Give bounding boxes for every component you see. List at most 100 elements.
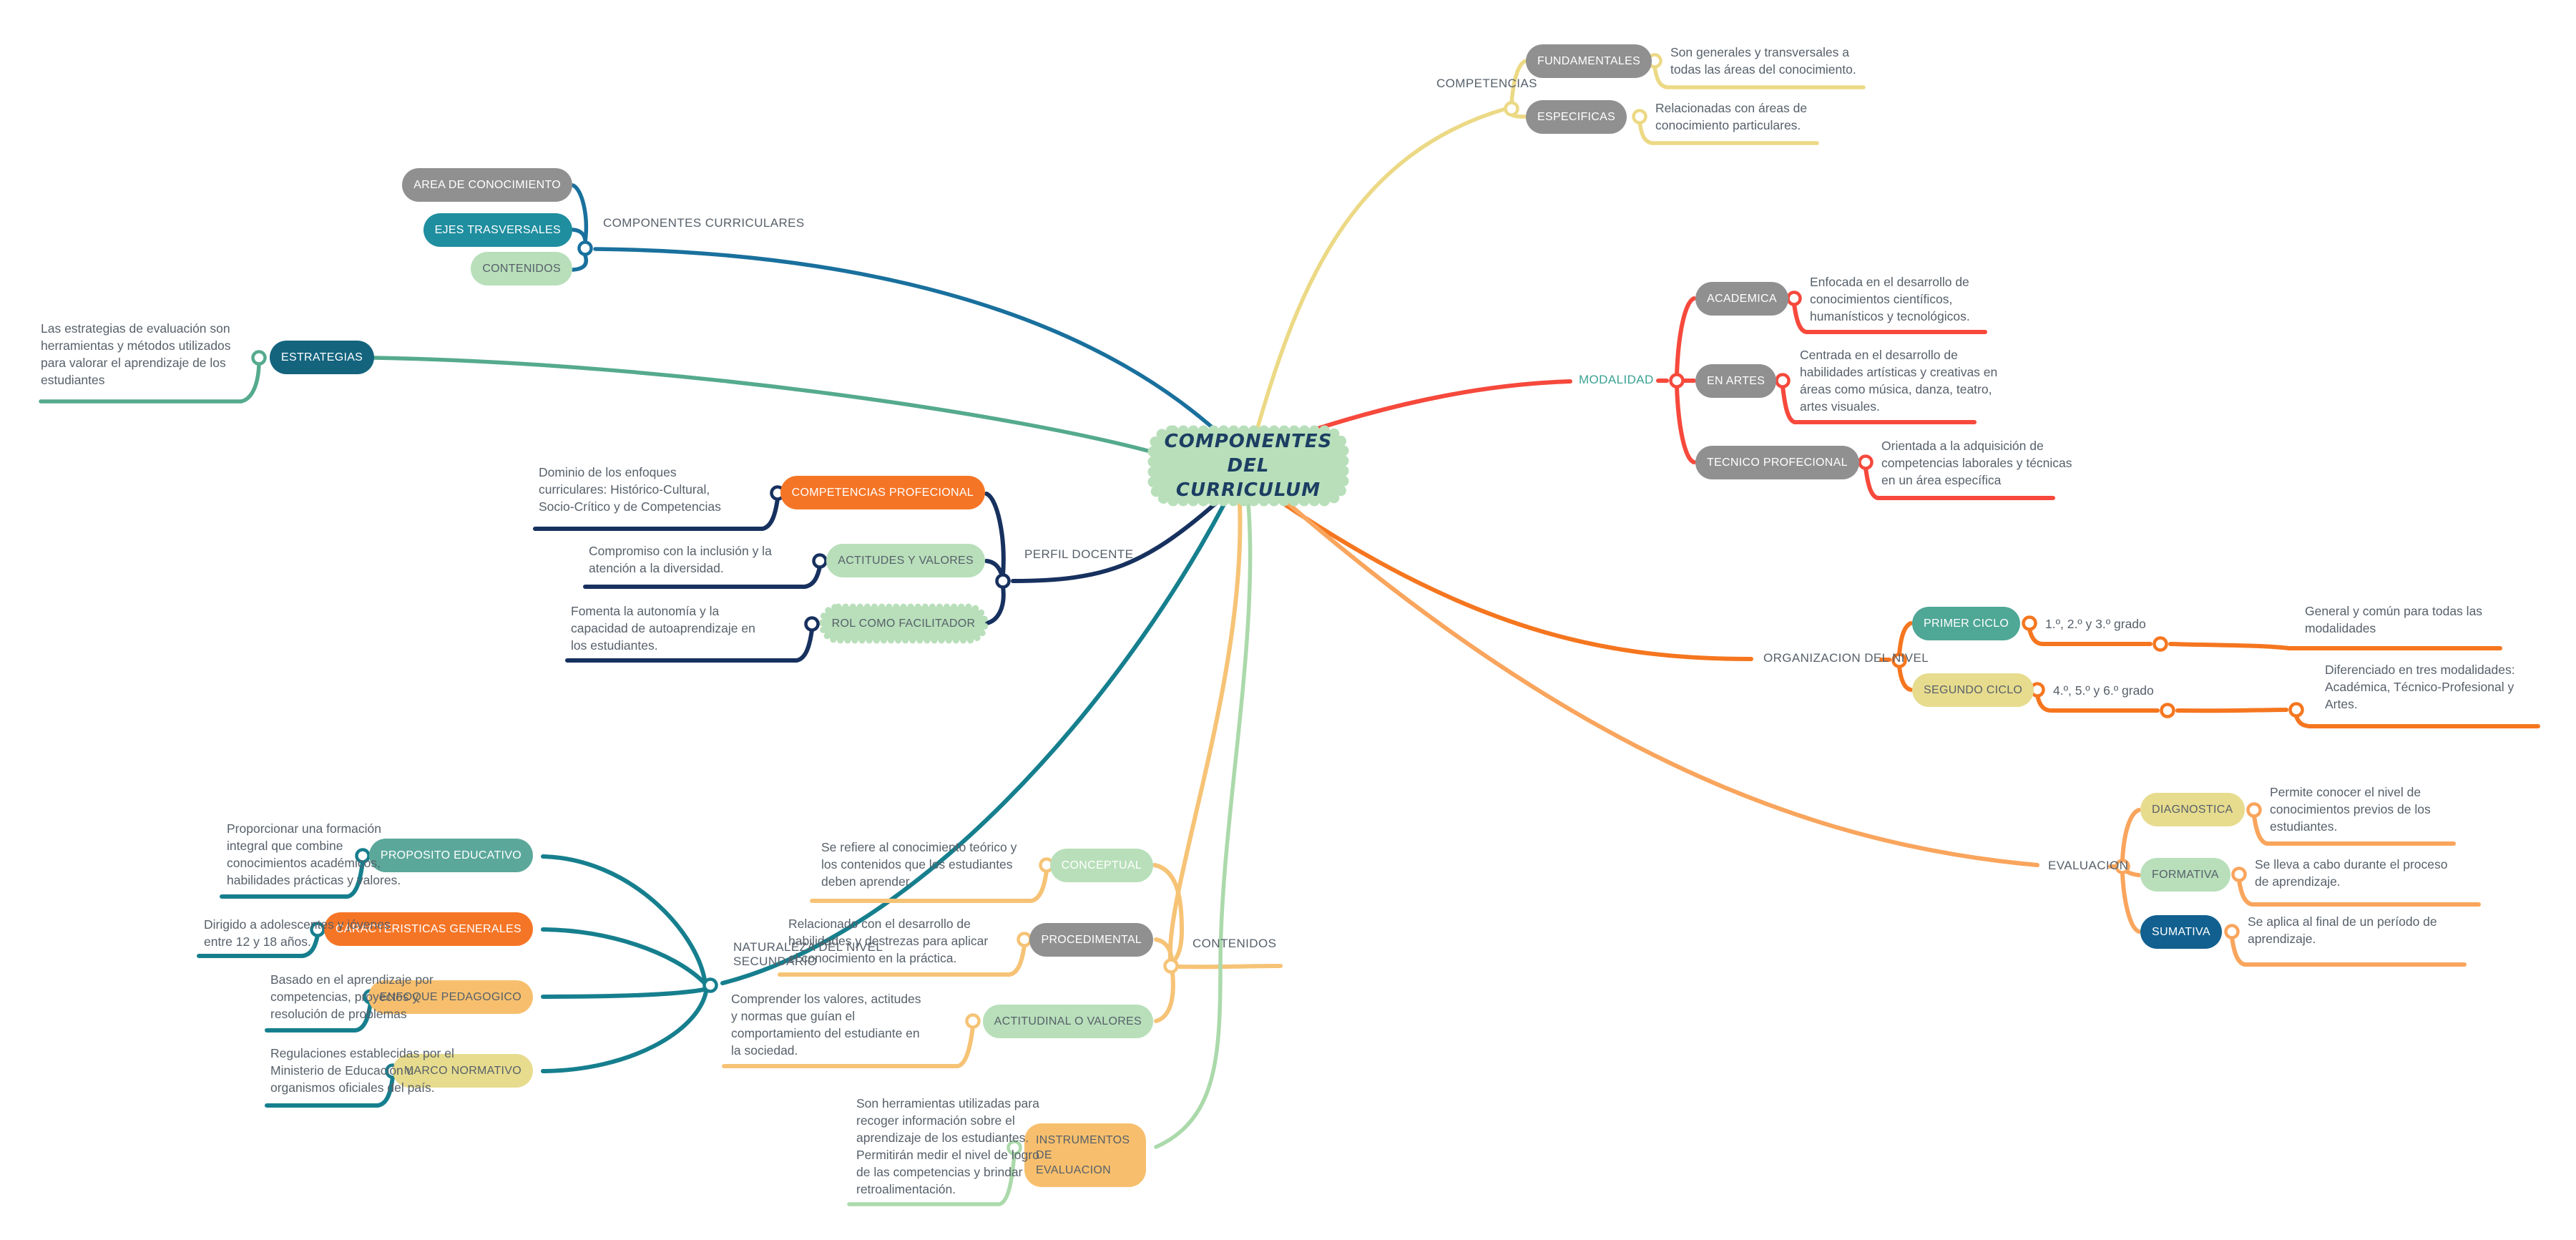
- node-actitudinal-o-valores[interactable]: ACTITUDINAL O VALORES: [982, 1005, 1153, 1038]
- underline-especificas-desc: [1637, 120, 1819, 145]
- underline-formativa-desc: [2237, 878, 2481, 907]
- node-marco-normativo[interactable]: MARCO NORMATIVO: [392, 1054, 533, 1088]
- connector-proposito: [541, 854, 707, 982]
- desc-procedimental[interactable]: Relacionado con el desarrollo de habilid…: [788, 917, 989, 965]
- connector-componentes-main: [593, 247, 1218, 433]
- desc-proposito-educativo[interactable]: Proporcionar una formación integral que …: [227, 821, 401, 887]
- underline-instrumentos-desc: [847, 1151, 1017, 1206]
- center-node-title[interactable]: COMPONENTES DEL CURRICULUM: [1164, 431, 1333, 501]
- desc-rol-como-facilitador[interactable]: Fomenta la autonomía y la capacidad de a…: [571, 604, 755, 653]
- node-caracteristicas-generales[interactable]: CARACTERISTICAS GENERALES: [324, 912, 533, 946]
- connector-naturaleza-main: [720, 501, 1227, 985]
- node-area-de-conocimiento[interactable]: AREA DE CONOCIMIENTO: [402, 168, 572, 202]
- node-rol-como-facilitador[interactable]: ROL COMO FACILITADOR: [831, 617, 976, 630]
- desc-formativa[interactable]: Se lleva a cabo durante el proceso de ap…: [2255, 857, 2448, 889]
- branch-label-evaluacion[interactable]: EVALUACION: [2048, 859, 2129, 872]
- node-tecnico-profecional[interactable]: TECNICO PROFECIONAL: [1695, 446, 1859, 479]
- underline-en-artes-desc: [1781, 384, 1977, 424]
- desc-estrategias[interactable]: Las estrategias de evaluación son herram…: [41, 321, 231, 387]
- desc-en-artes[interactable]: Centrada en el desarrollo de habilidades…: [1800, 348, 1998, 414]
- branch-label-competencias[interactable]: COMPETENCIAS: [1436, 77, 1537, 90]
- connector-caracteristicas: [541, 927, 706, 985]
- desc-enfoque-pedagogico[interactable]: Basado en el aprendizaje por competencia…: [270, 972, 434, 1021]
- connector-conceptual: [1152, 863, 1185, 964]
- desc-academica[interactable]: Enfocada en el desarrollo de conocimient…: [1810, 275, 1970, 323]
- connector-primer-ciclo: [1897, 621, 1913, 657]
- desc-actitudes-y-valores[interactable]: Compromiso con la inclusión y la atenció…: [589, 544, 772, 575]
- center-node-cloud[interactable]: [1147, 425, 1349, 507]
- branch-competencias-lines: [1255, 59, 1866, 432]
- underline-segundo-desc: [2294, 714, 2540, 728]
- desc-segundo-ciclo[interactable]: Diferenciado en tres modalidades: Académ…: [2325, 663, 2515, 711]
- underline-estrategias-desc: [39, 362, 261, 404]
- branch-naturaleza-lines: [197, 501, 1227, 1108]
- node-ejes-trasversales[interactable]: EJES TRASVERSALES: [423, 213, 572, 247]
- desc-instrumentos-de-evaluacion[interactable]: Son herramientas utilizadas para recoger…: [856, 1096, 1039, 1196]
- underline-proposito-desc: [220, 859, 365, 899]
- connector-actitudinal: [1154, 970, 1175, 1023]
- branch-label-perfil-docente[interactable]: PERFIL DOCENTE: [1024, 547, 1134, 561]
- connector-contenidos-stub: [1177, 964, 1283, 970]
- node-competencias-profecional[interactable]: COMPETENCIAS PROFECIONAL: [780, 476, 985, 509]
- desc-especificas[interactable]: Relacionadas con áreas de conocimiento p…: [1655, 101, 1808, 132]
- branch-modalidad-lines: [1302, 296, 2055, 500]
- node-instrumentos-de-evaluacion[interactable]: INSTRUMENTOS DE EVALUACION: [1024, 1123, 1146, 1187]
- branch-label-organizacion[interactable]: ORGANIZACION DEL NIVEL: [1763, 651, 1929, 665]
- node-actitudes-y-valores[interactable]: ACTITUDES Y VALORES: [826, 544, 985, 577]
- desc-competencias-profecional[interactable]: Dominio de los enfoques curriculares: Hi…: [539, 465, 721, 514]
- node-en-artes[interactable]: EN ARTES: [1695, 364, 1777, 398]
- desc-fundamentales[interactable]: Son generales y transversales a todas la…: [1670, 45, 1856, 77]
- line-segundo-grados: [2035, 693, 2160, 713]
- node-sumativa[interactable]: SUMATIVA: [2140, 915, 2222, 949]
- node-proposito-educativo[interactable]: PROPOSITO EDUCATIVO: [368, 839, 533, 872]
- node-conceptual[interactable]: CONCEPTUAL: [1049, 849, 1153, 882]
- node-formativa[interactable]: FORMATIVA: [2140, 858, 2230, 892]
- label-primer-grados[interactable]: 1.º, 2.º y 3.º grado: [2045, 617, 2146, 631]
- desc-sumativa[interactable]: Se aplica al final de un período de apre…: [2248, 914, 2437, 946]
- rol-node-cloud[interactable]: [818, 603, 989, 644]
- connector-tecnico: [1675, 384, 1696, 464]
- desc-caracteristicas-generales[interactable]: Dirigido a adolescentes y jóvenes entre …: [204, 917, 391, 949]
- desc-primer-ciclo[interactable]: General y común para todas las modalidad…: [2305, 604, 2483, 635]
- connector-estrategias-main: [371, 356, 1155, 454]
- desc-marco-normativo[interactable]: Regulaciones establecidas por el Ministe…: [270, 1046, 454, 1095]
- underline-primer-desc: [2168, 642, 2502, 650]
- underline-competencias-prof-desc: [533, 497, 780, 531]
- underline-diagnostica-desc: [2252, 814, 2456, 846]
- branch-label-naturaleza[interactable]: NATURALEZA DEL NIVEL SECUNDARIO: [733, 940, 883, 968]
- node-primer-ciclo[interactable]: PRIMER CICLO: [1912, 607, 2021, 640]
- connector-sumativa: [2120, 872, 2141, 934]
- branch-estrategias-lines: [39, 356, 1155, 454]
- connector-competencias-prof: [984, 492, 1006, 577]
- underline-enfoque-desc: [265, 1000, 373, 1032]
- node-fundamentales[interactable]: FUNDAMENTALES: [1526, 44, 1652, 78]
- desc-actitudinal-o-valores[interactable]: Comprender los valores, actitudes y norm…: [731, 992, 921, 1058]
- underline-academica-desc: [1792, 302, 1987, 334]
- branch-label-modalidad[interactable]: MODALIDAD: [1579, 373, 1654, 386]
- branch-label-contenidos[interactable]: CONTENIDOS: [1192, 937, 1277, 950]
- node-contenidos-componente[interactable]: CONTENIDOS: [471, 252, 572, 285]
- node-segundo-ciclo[interactable]: SEGUNDO CICLO: [1912, 673, 2034, 707]
- desc-diagnostica[interactable]: Permite conocer el nivel de conocimiento…: [2270, 785, 2431, 834]
- desc-tecnico-profecional[interactable]: Orientada a la adquisición de competenci…: [1881, 439, 2072, 487]
- branch-label-componentes-curriculares[interactable]: COMPONENTES CURRICULARES: [603, 216, 805, 230]
- connector-diagnostica: [2120, 808, 2141, 862]
- connector-academica: [1675, 296, 1696, 377]
- connector-segundo-ciclo: [1897, 664, 1913, 692]
- underline-caracteristicas-desc: [197, 933, 320, 958]
- connector-instrumentos-main: [1154, 501, 1253, 1149]
- desc-conceptual[interactable]: Se refiere al conocimiento teórico y los…: [821, 840, 1017, 889]
- node-especificas[interactable]: ESPECIFICAS: [1526, 100, 1627, 134]
- branch-contenidos-lines: [722, 501, 1283, 1068]
- underline-fundamentales-desc: [1652, 64, 1866, 89]
- node-procedimental[interactable]: PROCEDIMENTAL: [1029, 923, 1153, 957]
- label-segundo-grados[interactable]: 4.º, 5.º y 6.º grado: [2053, 683, 2154, 698]
- node-academica[interactable]: ACADEMICA: [1695, 282, 1788, 316]
- connector-enfoque: [541, 987, 706, 999]
- branch-organizacion-lines: [1278, 499, 2540, 728]
- node-diagnostica[interactable]: DIAGNOSTICA: [2140, 793, 2245, 826]
- node-estrategias[interactable]: ESTRATEGIAS: [270, 341, 375, 374]
- node-enfoque-pedagogico[interactable]: ENFOQUE PEDAGOGICO: [368, 980, 533, 1014]
